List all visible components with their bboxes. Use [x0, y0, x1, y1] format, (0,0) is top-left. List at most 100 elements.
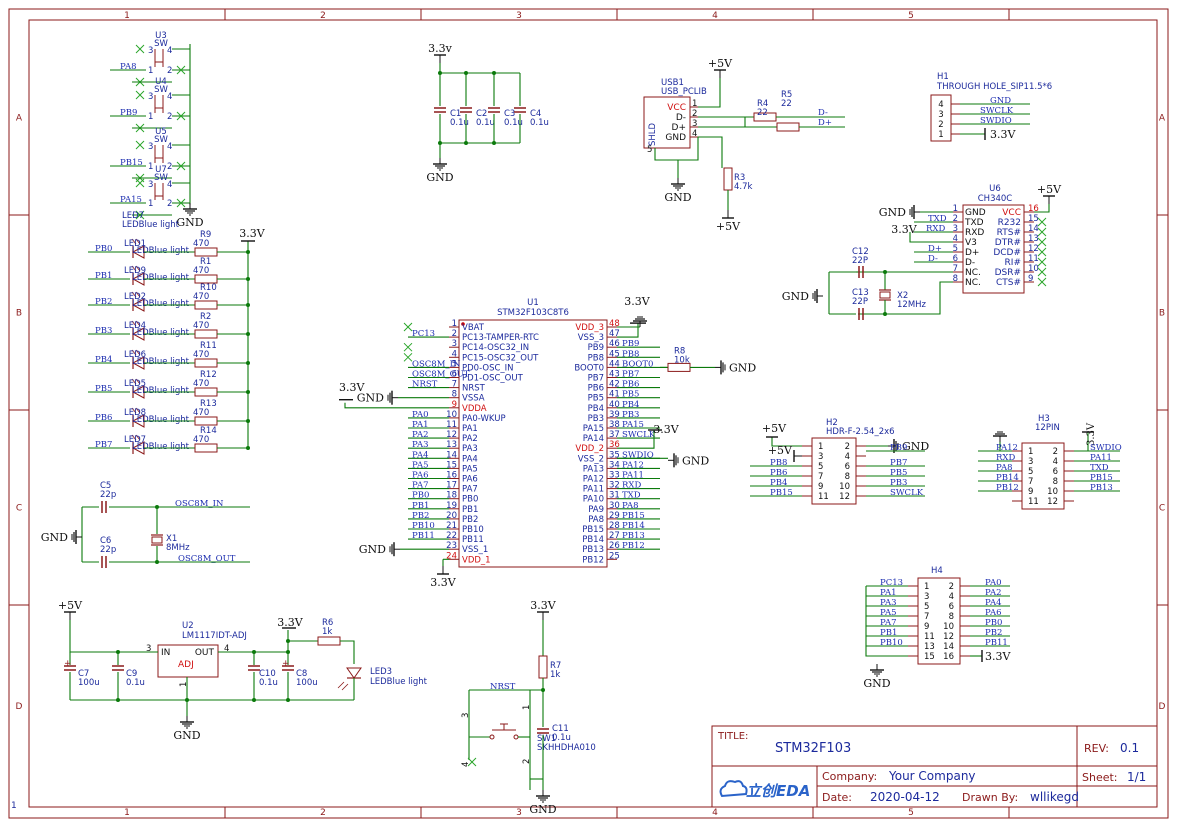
wire — [69, 620, 158, 653]
pin-number: 13 — [1028, 234, 1039, 244]
gnd-label: GND — [902, 440, 929, 453]
r3-ref: R3 — [734, 173, 745, 183]
pin-name: IN — [161, 648, 170, 658]
segment — [131, 349, 137, 356]
h1-body — [930, 94, 952, 142]
resistor-value: 470 — [193, 408, 209, 418]
segment — [135, 434, 141, 441]
pin-number: 1 — [148, 66, 153, 76]
pin-number: 3 — [452, 339, 457, 349]
net-label: PB6 — [770, 468, 787, 478]
pin-number: 1 — [924, 582, 929, 592]
wire — [698, 136, 723, 168]
pin-number: 28 — [609, 521, 620, 531]
wire — [698, 78, 721, 108]
pin-number: 10 — [943, 622, 954, 632]
net-label: PB9 — [622, 339, 639, 349]
net-label: PB8 — [770, 458, 787, 468]
no-connect-mark — [1037, 227, 1047, 237]
segment — [176, 198, 186, 208]
r4-ref: R4 — [757, 99, 768, 109]
net-label: SWCLK — [890, 488, 924, 498]
pin-number: 1 — [179, 682, 189, 687]
pin-name: PA3 — [462, 444, 478, 454]
net-label: PC13 — [880, 578, 903, 588]
capacitor-symbol — [514, 107, 526, 113]
net-label: NRST — [490, 682, 516, 692]
junction-dot — [286, 698, 290, 702]
led-ref: LED7 — [122, 211, 144, 221]
power-label: 3.3V — [1086, 422, 1097, 446]
net-label: PB9 — [890, 443, 907, 453]
segment — [1037, 277, 1047, 287]
pin-name: NC. — [965, 278, 981, 288]
pin-number: 6 — [1053, 467, 1058, 477]
usb-shield-label: SHLD — [648, 122, 658, 146]
pin-name: RXD — [965, 228, 984, 238]
sw1-symbol — [489, 723, 519, 740]
power-label: 3.3V — [277, 616, 303, 629]
column-label: 3 — [516, 808, 522, 818]
led-ref: LED7 — [124, 435, 146, 445]
pin-number: 1 — [148, 162, 153, 172]
gnd-label: GND — [879, 206, 906, 219]
power-label: +5V — [708, 57, 733, 70]
pin-name: PA5 — [462, 464, 478, 474]
junction-dot — [155, 560, 159, 564]
column-label: 2 — [320, 808, 326, 818]
net-label: PA1 — [880, 588, 897, 598]
c6-value: 22p — [100, 545, 116, 555]
pin-number: 38 — [609, 420, 620, 430]
pin-number: 21 — [446, 521, 457, 531]
pin-number: 32 — [609, 481, 620, 491]
pin-number: 10 — [446, 410, 457, 420]
pin-number: 16 — [943, 652, 954, 662]
column-label: 1 — [124, 11, 130, 21]
c12-value: 22P — [852, 256, 868, 266]
pin-number: 7 — [953, 264, 958, 274]
pin-number: 6 — [949, 602, 954, 612]
resistor-body — [723, 167, 733, 191]
pin-number: 2 — [1053, 447, 1058, 457]
r5-ref: R5 — [781, 90, 792, 100]
pin-number: 2 — [953, 214, 958, 224]
r7-value: 1k — [550, 670, 560, 680]
pin-name: PB1 — [462, 505, 478, 515]
pin-name: PD0-OSC_IN — [462, 363, 514, 373]
power-label: 3.3V — [239, 227, 265, 240]
switch-value: SW — [154, 173, 168, 183]
pin-number: 3 — [938, 110, 943, 120]
pin-number: 11 — [818, 492, 829, 502]
pin-number: 4 — [167, 180, 172, 190]
net-label: RXD — [926, 224, 945, 234]
pin-number: 4 — [1053, 457, 1058, 467]
net-label: PB12 — [996, 483, 1019, 493]
pin1-marker — [461, 322, 465, 326]
pin-number: 5 — [1028, 467, 1033, 477]
capacitor-symbol — [434, 107, 446, 113]
net-label: PA15 — [120, 195, 142, 205]
power-symbol: +5V — [58, 599, 83, 620]
sheet-value: 1/1 — [1127, 770, 1146, 784]
pin-number: 2 — [938, 120, 943, 130]
c10-ref: C10 — [259, 669, 276, 679]
pin-number: 5 — [953, 244, 958, 254]
pin-name: VDD_3 — [575, 323, 604, 333]
rev-label: REV: — [1084, 742, 1109, 755]
no-connect-mark — [135, 178, 145, 188]
pin-number: 7 — [818, 472, 823, 482]
c8-ref: C8 — [296, 669, 307, 679]
power-label: +5V — [768, 444, 793, 457]
r8-ref: R8 — [674, 346, 685, 356]
segment — [131, 407, 137, 414]
pin-name: PB2 — [462, 515, 478, 525]
net-label: OSC8M_IN — [412, 359, 461, 369]
pin-name: PC13-TAMPER-RTC — [462, 333, 539, 343]
header-h2-body — [811, 437, 857, 505]
pin-number: 2 — [949, 582, 954, 592]
